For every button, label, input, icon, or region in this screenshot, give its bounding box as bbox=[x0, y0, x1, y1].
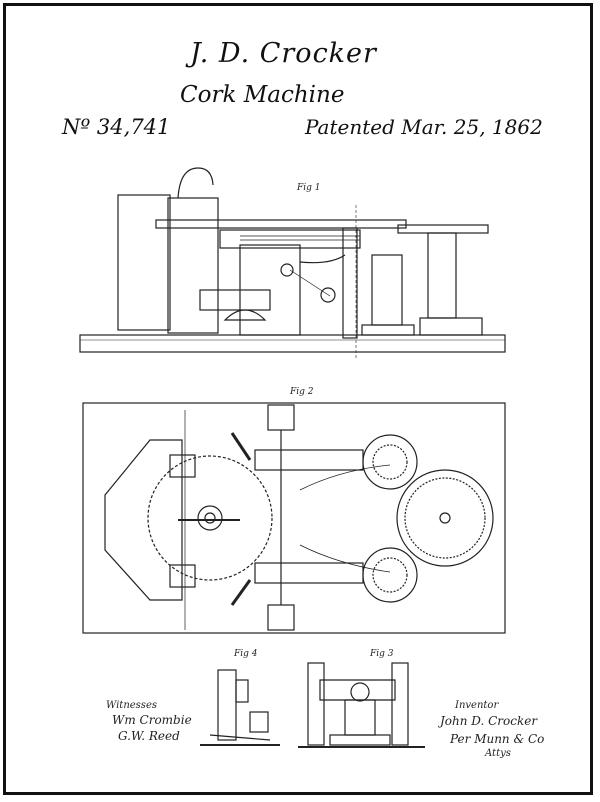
invention-title: Cork Machine bbox=[180, 82, 345, 108]
inventor-name: J. D. Crocker bbox=[190, 38, 377, 69]
fig3-detail bbox=[298, 662, 425, 748]
witness-signature-1: Wm Crombie bbox=[112, 713, 192, 727]
fig3-label: Fig 3 bbox=[370, 649, 394, 659]
inventor-label: Inventor bbox=[455, 700, 499, 711]
fig1-label: Fig 1 bbox=[297, 183, 321, 193]
patented-date: Patented Mar. 25, 1862 bbox=[305, 115, 543, 139]
witness-signature-2: G.W. Reed bbox=[118, 729, 180, 743]
witnesses-label: Witnesses bbox=[106, 700, 157, 711]
attorney-label: Attys bbox=[485, 748, 511, 759]
inventor-signature: John D. Crocker bbox=[440, 714, 538, 728]
fig4-label: Fig 4 bbox=[234, 649, 258, 659]
fig4-detail bbox=[200, 669, 280, 746]
patent-number: Nº 34,741 bbox=[62, 115, 171, 139]
fig2-label: Fig 2 bbox=[290, 387, 314, 397]
patent-sheet bbox=[3, 3, 593, 795]
fig2-plan-view bbox=[82, 402, 506, 634]
attorney-signature: Per Munn & Co bbox=[450, 732, 545, 746]
fig1-side-elevation bbox=[79, 167, 506, 360]
